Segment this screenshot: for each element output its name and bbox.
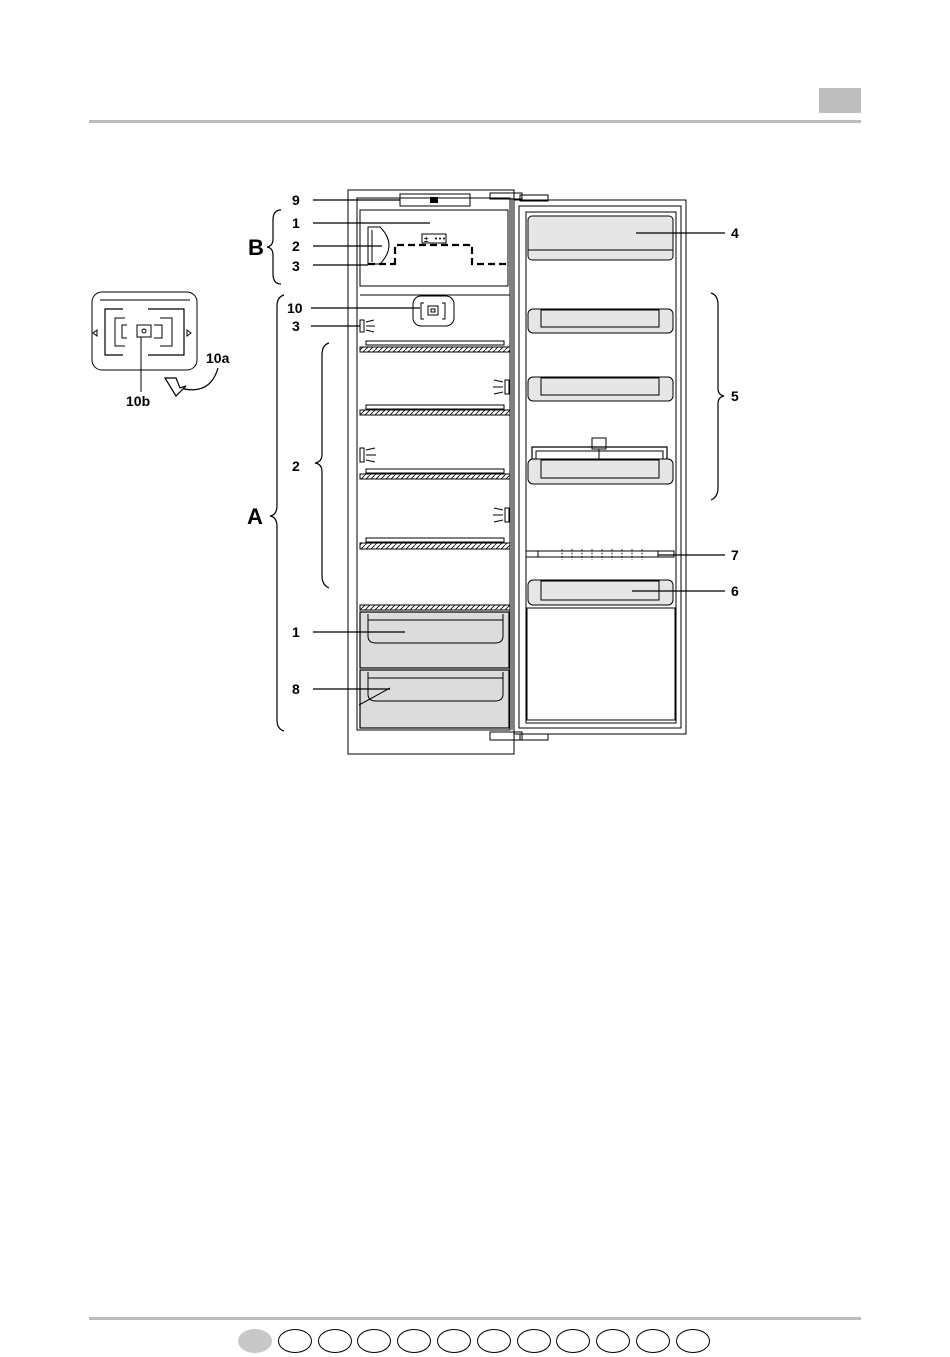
label-fan: 10 bbox=[287, 300, 303, 316]
crisper-cover bbox=[360, 605, 510, 610]
label-bottle-rack: 7 bbox=[731, 547, 739, 563]
cooling-duct bbox=[395, 245, 508, 265]
door-shelf bbox=[528, 309, 673, 333]
language-circle[interactable] bbox=[238, 1329, 272, 1353]
label-glass-shelves: 2 bbox=[292, 458, 300, 474]
fridge-cabinet: ± bbox=[348, 190, 548, 754]
language-circle[interactable] bbox=[278, 1329, 312, 1353]
fan-detail-inset bbox=[92, 292, 218, 396]
language-circle[interactable] bbox=[636, 1329, 670, 1353]
label-door-shelves: 5 bbox=[731, 388, 739, 404]
language-circle[interactable] bbox=[437, 1329, 471, 1353]
door-top-shelf bbox=[528, 216, 673, 260]
label-door-top-shelf: 4 bbox=[731, 225, 739, 241]
svg-text:±: ± bbox=[424, 235, 429, 244]
label-fridge-light: 3 bbox=[292, 318, 300, 334]
bottom-divider bbox=[89, 1317, 861, 1320]
label-freezer-compartment: 1 bbox=[292, 215, 300, 231]
label-crisper: 1 bbox=[292, 624, 300, 640]
language-circle[interactable] bbox=[318, 1329, 352, 1353]
label-bottom-drawer: 8 bbox=[292, 681, 300, 697]
brace-b bbox=[267, 210, 281, 284]
label-fan-detail-a: 10a bbox=[206, 350, 230, 366]
language-circle[interactable] bbox=[477, 1329, 511, 1353]
glass-shelf bbox=[360, 543, 510, 549]
label-group-a: A bbox=[247, 504, 263, 529]
brace-a bbox=[270, 295, 284, 731]
language-circle[interactable] bbox=[676, 1329, 710, 1353]
bottle-shelf bbox=[528, 580, 673, 605]
label-freezer-3: 3 bbox=[292, 258, 300, 274]
glass-shelf bbox=[360, 347, 510, 352]
fridge-lamp bbox=[360, 320, 364, 332]
glass-shelf bbox=[360, 474, 510, 479]
language-circle[interactable] bbox=[397, 1329, 431, 1353]
label-bottle-shelf: 6 bbox=[731, 583, 739, 599]
label-group-b: B bbox=[248, 235, 264, 260]
bottom-drawer bbox=[360, 670, 509, 728]
language-circle[interactable] bbox=[596, 1329, 630, 1353]
door-shelf bbox=[528, 377, 673, 401]
language-circle[interactable] bbox=[517, 1329, 551, 1353]
brace-door-shelves bbox=[711, 293, 724, 500]
label-control-panel: 9 bbox=[292, 192, 300, 208]
fridge-door bbox=[512, 198, 686, 734]
door-shelf bbox=[528, 459, 673, 484]
glass-shelf bbox=[360, 410, 510, 415]
label-freezer-light: 2 bbox=[292, 238, 300, 254]
bottle-rack bbox=[526, 551, 674, 557]
label-fan-detail-b: 10b bbox=[126, 393, 150, 409]
brace-shelves bbox=[315, 343, 329, 588]
fan-unit bbox=[413, 296, 454, 326]
